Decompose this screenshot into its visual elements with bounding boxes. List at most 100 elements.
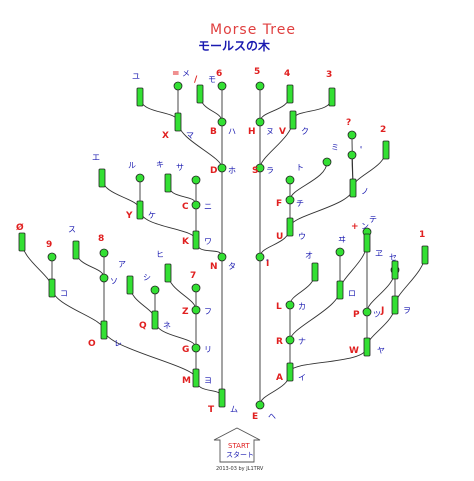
kana-label: フ xyxy=(204,307,212,316)
node-shi: シ xyxy=(143,273,160,295)
latin-label: T xyxy=(208,405,215,415)
dot-mark xyxy=(191,305,201,315)
dash-mark xyxy=(289,110,297,130)
dot-mark xyxy=(255,252,265,262)
latin-label: 9 xyxy=(46,240,52,250)
node-d7: 7 xyxy=(190,271,201,293)
kana-label: ウ xyxy=(298,232,306,241)
dash-mark xyxy=(363,337,371,357)
latin-label: 5 xyxy=(254,67,260,77)
tree-edge-yu xyxy=(139,96,179,123)
node-mi: ミ xyxy=(322,143,339,167)
latin-label: R xyxy=(276,337,283,347)
latin-label: 4 xyxy=(284,69,290,79)
dot-mark xyxy=(99,248,109,258)
latin-label: N xyxy=(210,262,218,272)
node-yu: ユ xyxy=(132,72,144,107)
dash-mark xyxy=(136,87,144,107)
kana-label: ゜ xyxy=(360,146,368,155)
dash-mark xyxy=(192,230,200,250)
latin-label: L xyxy=(276,302,282,312)
tree-edge-d1 xyxy=(394,254,426,306)
dash-mark xyxy=(391,295,399,315)
kana-label: ノ xyxy=(361,187,369,196)
node-d8: 8 xyxy=(98,234,109,258)
latin-label: Ø xyxy=(16,222,24,233)
dot-mark xyxy=(255,81,265,91)
latin-label: W xyxy=(349,346,359,356)
kana-label: マ xyxy=(186,131,194,140)
kana-label: ネ xyxy=(163,321,171,330)
latin-label: X xyxy=(162,131,169,141)
tree-edge-a xyxy=(259,371,291,406)
dot-mark xyxy=(99,273,109,283)
kana-label: イ xyxy=(298,373,306,382)
dot-mark xyxy=(285,195,295,205)
dot-mark xyxy=(335,247,345,257)
dot-mark xyxy=(217,252,227,262)
kana-label: メ xyxy=(182,69,190,78)
latin-label: D xyxy=(210,166,217,176)
latin-label: H xyxy=(248,127,256,137)
kana-label: ア xyxy=(118,260,126,269)
latin-label: 1 xyxy=(419,230,425,240)
dash-mark xyxy=(336,280,344,300)
tree-edge-pl xyxy=(339,242,368,291)
kana-label: ミ xyxy=(331,143,339,152)
kana-label: エ xyxy=(92,153,100,162)
kana-label: オ xyxy=(305,251,313,260)
node-to: ト xyxy=(285,163,304,185)
dash-mark xyxy=(286,84,294,104)
dot-mark xyxy=(255,400,265,410)
start-arrow: START スタート xyxy=(213,427,261,463)
latin-label: / xyxy=(194,75,198,85)
kana-label: ル xyxy=(128,161,136,170)
dot-mark xyxy=(255,117,265,127)
dash-mark xyxy=(136,200,144,220)
kana-label: ハ xyxy=(228,127,236,136)
dot-mark xyxy=(191,343,201,353)
dot-mark xyxy=(135,173,145,183)
kana-label: ソ xyxy=(110,277,118,286)
latin-label: = xyxy=(172,69,180,79)
dash-mark xyxy=(421,245,429,265)
diagram-title: Morse Tree xyxy=(210,22,296,38)
start-label: START xyxy=(228,442,250,450)
latin-label: 2 xyxy=(380,125,386,135)
kana-label: ケ xyxy=(148,211,156,220)
dash-mark xyxy=(363,233,371,253)
node-wi: ヰ xyxy=(335,235,346,257)
dot-mark xyxy=(347,130,357,140)
kana-label: レ xyxy=(114,339,122,348)
dot-mark xyxy=(362,307,372,317)
start-arrow-shape xyxy=(213,427,261,463)
node-d3: 3 xyxy=(326,70,336,107)
kana-label: ラ xyxy=(266,166,274,175)
node-d4: 4 xyxy=(284,69,294,104)
kana-label: タ xyxy=(228,262,236,271)
latin-label: M xyxy=(182,376,191,386)
kana-label: リ xyxy=(204,345,212,354)
kana-label: カ xyxy=(298,302,306,311)
latin-label: I xyxy=(266,259,269,269)
node-d0: Ø xyxy=(16,222,26,252)
node-d1: 1 xyxy=(419,230,429,265)
node-qm: ? xyxy=(346,118,357,140)
dash-mark xyxy=(72,240,80,260)
kana-label: モ xyxy=(208,75,216,84)
dot-mark xyxy=(285,175,295,185)
